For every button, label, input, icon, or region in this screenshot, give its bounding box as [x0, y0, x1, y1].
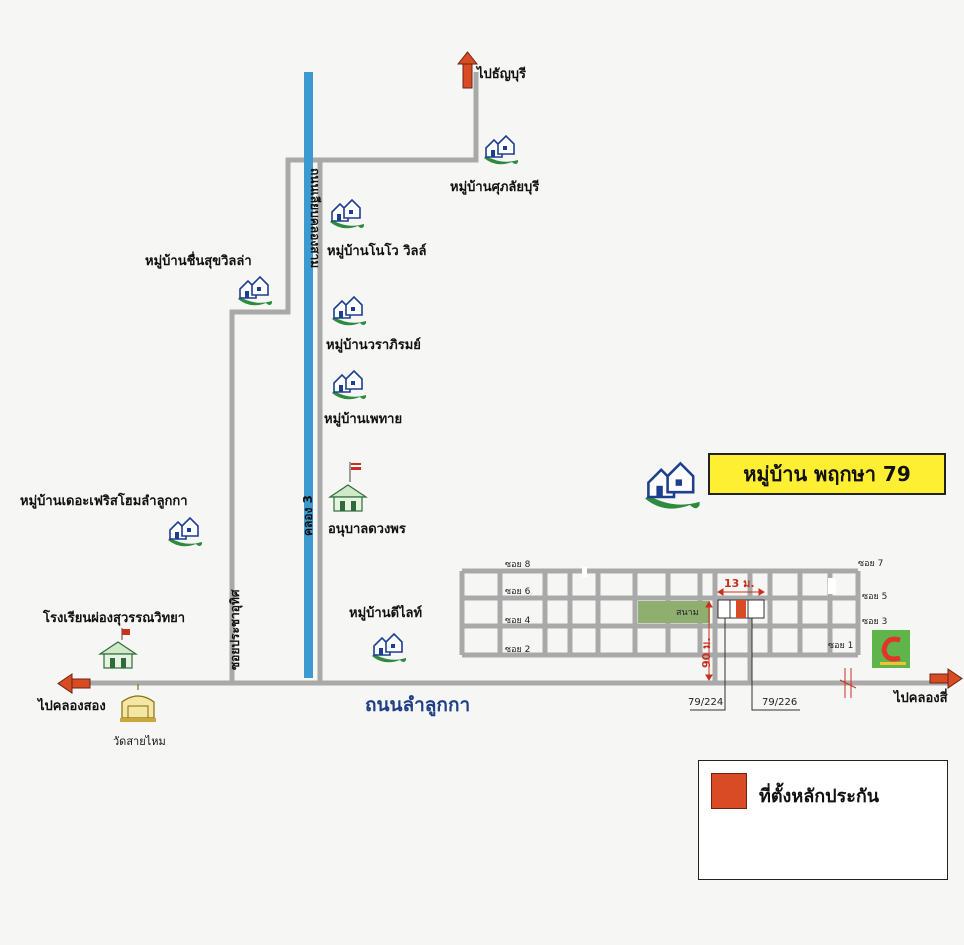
label-pettai: หมู่บ้านเพทาย [324, 412, 403, 427]
label-soi-2: ซอย 2 [505, 645, 531, 655]
park-area [638, 601, 710, 623]
label-to-khlong-si: ไปคลองสี่ [894, 691, 948, 706]
label-soi-5: ซอย 5 [862, 592, 888, 602]
label-temple: วัดสายไหม [113, 735, 166, 748]
village-icon [331, 296, 367, 327]
label-plot-79-224: 79/224 [688, 697, 724, 708]
village-icon [483, 135, 519, 166]
kindergarten-icon [329, 462, 367, 512]
temple-icon [120, 684, 156, 722]
arrow-north [456, 51, 479, 89]
canal-3 [304, 72, 313, 678]
label-width-13m: 13 ม. [724, 577, 755, 590]
label-soi-4: ซอย 4 [505, 616, 531, 626]
village-icon [237, 276, 273, 307]
label-school: โรงเรียนผ่องสุวรรณวิทยา [43, 611, 186, 626]
soi-prachautit-road [229, 72, 479, 683]
label-supalai-buri: หมู่บ้านศุภลัยบุรี [450, 180, 540, 195]
collateral-marker [736, 600, 746, 618]
village-title: หมู่บ้าน พฤกษา 79 [743, 462, 911, 486]
label-soi-7: ซอย 7 [858, 559, 884, 569]
label-soi-1: ซอย 1 [828, 641, 854, 651]
label-canal-road: ถนนเลียบคลองสาม [308, 168, 322, 269]
legend-swatch [711, 773, 747, 809]
village-icon [371, 633, 407, 664]
label-depth-90m: 90 ม. [700, 637, 713, 668]
village-icon-large [643, 462, 701, 510]
arrow-east [929, 668, 963, 689]
village-icon [331, 370, 367, 401]
label-forest-home: หมู่บ้านเดอะเฟริสโฮมลำลูกกา [20, 494, 188, 509]
village-icon [329, 199, 365, 230]
legend-label: ที่ตั้งหลักประกัน [759, 786, 880, 807]
label-delight: หมู่บ้านดีไลท์ [349, 606, 423, 621]
label-soi-6: ซอย 6 [505, 587, 531, 597]
label-novo-ville: หมู่บ้านโนโว วิลล์ [327, 244, 427, 259]
arrow-west [57, 673, 91, 694]
label-wara-phirom: หมู่บ้านวราภิรมย์ [326, 338, 421, 353]
village-icon [167, 517, 203, 548]
east-marks [839, 668, 857, 698]
label-lam-luk-ka-road: ถนนลำลูกกา [365, 694, 471, 716]
legend-box: ที่ตั้งหลักประกัน [698, 760, 948, 880]
dimension-arrows [705, 588, 765, 681]
school-icon [99, 628, 137, 669]
store-icon [872, 630, 910, 668]
label-plot-79-226: 79/226 [762, 697, 798, 708]
label-soi-prachautit: ซอยประชาอุทิศ [228, 589, 242, 670]
collateral-plots [717, 599, 765, 619]
plot-leaders [690, 618, 800, 711]
village-title-box: หมู่บ้าน พฤกษา 79 [708, 453, 946, 495]
label-soi-8: ซอย 8 [505, 560, 531, 570]
label-to-khlong-song: ไปคลองสอง [38, 699, 106, 714]
label-canal-3: คลอง 3 [301, 495, 315, 536]
label-chuen-suk-villa: หมู่บ้านชื่นสุขวิลล่า [145, 254, 252, 269]
label-soi-3: ซอย 3 [862, 617, 888, 627]
label-to-thanyaburi: ไปธัญบุรี [477, 67, 527, 82]
label-kindergarten: อนุบาลดวงพร [328, 522, 406, 537]
label-park: สนาม [676, 608, 699, 618]
